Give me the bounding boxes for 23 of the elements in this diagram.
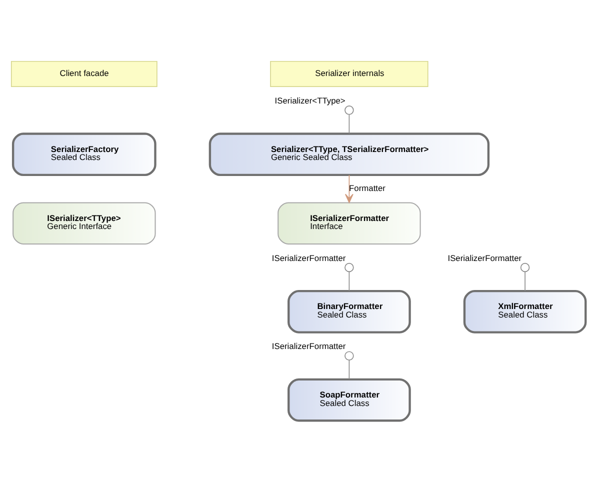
node-circle	[344, 350, 354, 360]
connector	[524, 271, 526, 291]
connector	[348, 271, 350, 291]
connector	[348, 359, 350, 380]
node-box: SoapFormatter Sealed Class	[288, 378, 411, 422]
node-box: SerializerFactory Sealed Class	[12, 132, 156, 176]
node-circle	[520, 262, 530, 272]
node-box: ISerializer<TType> Generic Interface	[12, 202, 156, 244]
node-label: ISerializerFormatter	[272, 340, 346, 351]
edge-label: Formatter	[349, 182, 386, 192]
node-box: Serializer<TType, TSerializerFormatter> Generic Sealed Class	[208, 132, 490, 176]
node-box: Client facade	[10, 60, 158, 87]
node-box: Serializer internals	[270, 60, 428, 87]
node-box: BinaryFormatter Sealed Class	[288, 289, 411, 333]
node-label: ISerializerFormatter	[272, 252, 346, 262]
node-box: XmlFormatter Sealed Class	[463, 289, 587, 333]
node-circle	[344, 105, 354, 114]
node-label: ISerializerFormatter	[448, 252, 522, 262]
node-label: ISerializer<TType>	[274, 94, 346, 105]
arrow	[344, 174, 354, 202]
connector	[348, 114, 350, 134]
node-box: ISerializerFormatter Interface	[278, 202, 421, 244]
node-circle	[344, 262, 354, 272]
